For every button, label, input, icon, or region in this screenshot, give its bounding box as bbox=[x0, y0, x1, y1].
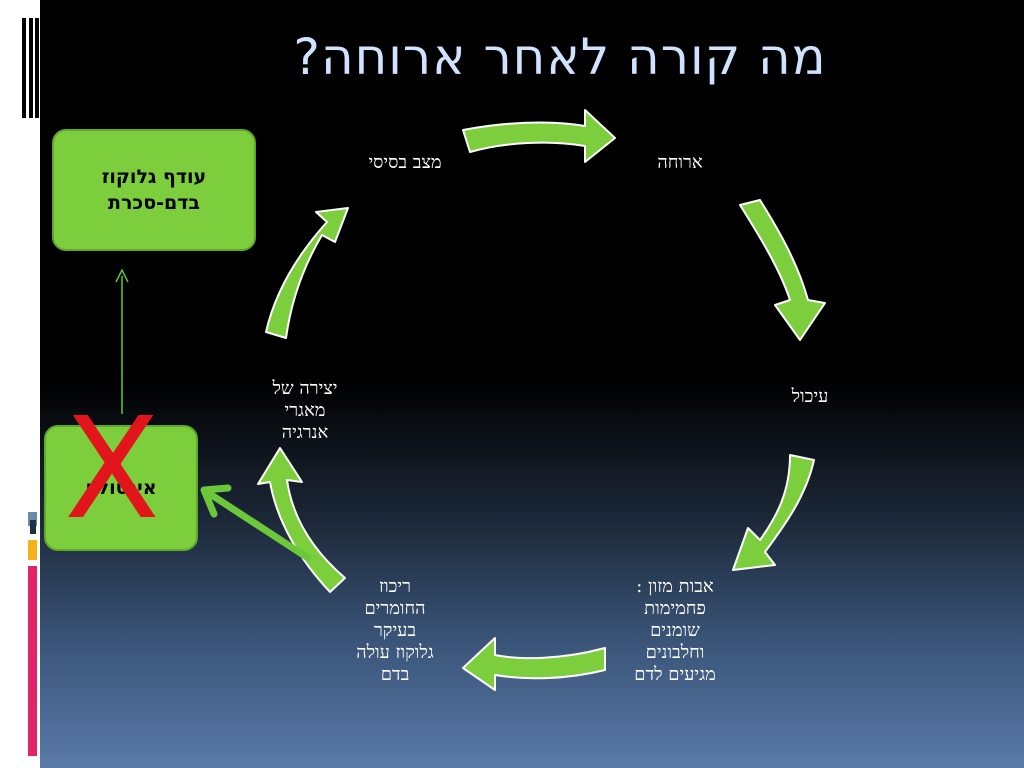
node-concentration-line: ריכוז bbox=[379, 576, 411, 597]
arrow-baseline-to-meal bbox=[462, 109, 616, 163]
node-baseline-label: מצב בסיסי bbox=[368, 152, 442, 173]
node-storage-line: יצירה של bbox=[272, 378, 338, 399]
surplus-glucose-box: עודף גלוקוז בדם-סכרת bbox=[52, 129, 256, 251]
arrow-absorption-to-concentration bbox=[462, 637, 606, 691]
accent-gray bbox=[28, 512, 37, 526]
node-concentration-line: גלוקוז עולה bbox=[356, 642, 434, 663]
strip-line-2 bbox=[29, 18, 33, 118]
arrow-digestion-to-absorption bbox=[732, 454, 815, 571]
node-meal-label: ארוחה bbox=[657, 152, 703, 173]
node-absorption-line: וחלבונים bbox=[645, 642, 705, 663]
surplus-line-2: בדם-סכרת bbox=[108, 192, 200, 214]
x-mark-icon: X bbox=[64, 388, 160, 551]
node-absorption-line: מגיעים לדם bbox=[634, 664, 716, 685]
arrow-meal-to-digestion bbox=[739, 199, 826, 341]
arrow-to-insulin bbox=[206, 490, 312, 562]
node-storage: יצירה של מאגרי אנרגיה bbox=[240, 378, 370, 444]
page-title: מה קורה לאחר ארוחה? bbox=[293, 28, 827, 86]
node-concentration-line: בעיקר bbox=[373, 620, 417, 641]
node-storage-line: מאגרי bbox=[284, 400, 326, 421]
node-absorption-line: פחמימות bbox=[644, 598, 706, 619]
accent-pink bbox=[28, 566, 37, 756]
node-meal: ארוחה bbox=[630, 152, 730, 174]
node-storage-line: אנרגיה bbox=[281, 422, 329, 443]
node-absorption-line: שומנים bbox=[650, 620, 700, 641]
node-concentration-line: החומרים bbox=[364, 598, 426, 619]
arrow-concentration-to-storage bbox=[257, 447, 346, 593]
node-concentration: ריכוז החומרים בעיקר גלוקוז עולה בדם bbox=[330, 576, 460, 686]
node-absorption: אבות מזון : פחמימות שומנים וחלבונים מגיע… bbox=[600, 576, 750, 686]
node-concentration-line: בדם bbox=[380, 664, 410, 685]
strip-line-1 bbox=[22, 18, 26, 118]
accent-dark bbox=[30, 520, 36, 534]
strip-line-3 bbox=[35, 18, 39, 118]
node-baseline: מצב בסיסי bbox=[340, 152, 470, 174]
surplus-line-1: עודף גלוקוז bbox=[101, 166, 207, 188]
accent-yellow bbox=[28, 540, 37, 560]
arrow-storage-to-baseline bbox=[265, 207, 349, 339]
node-digestion-label: עיכול bbox=[791, 386, 829, 407]
insulin-box: אינסולין bbox=[44, 425, 198, 551]
node-digestion: עיכול bbox=[770, 386, 850, 408]
node-absorption-line: אבות מזון : bbox=[636, 576, 714, 597]
insulin-label: אינסולין bbox=[85, 477, 157, 499]
